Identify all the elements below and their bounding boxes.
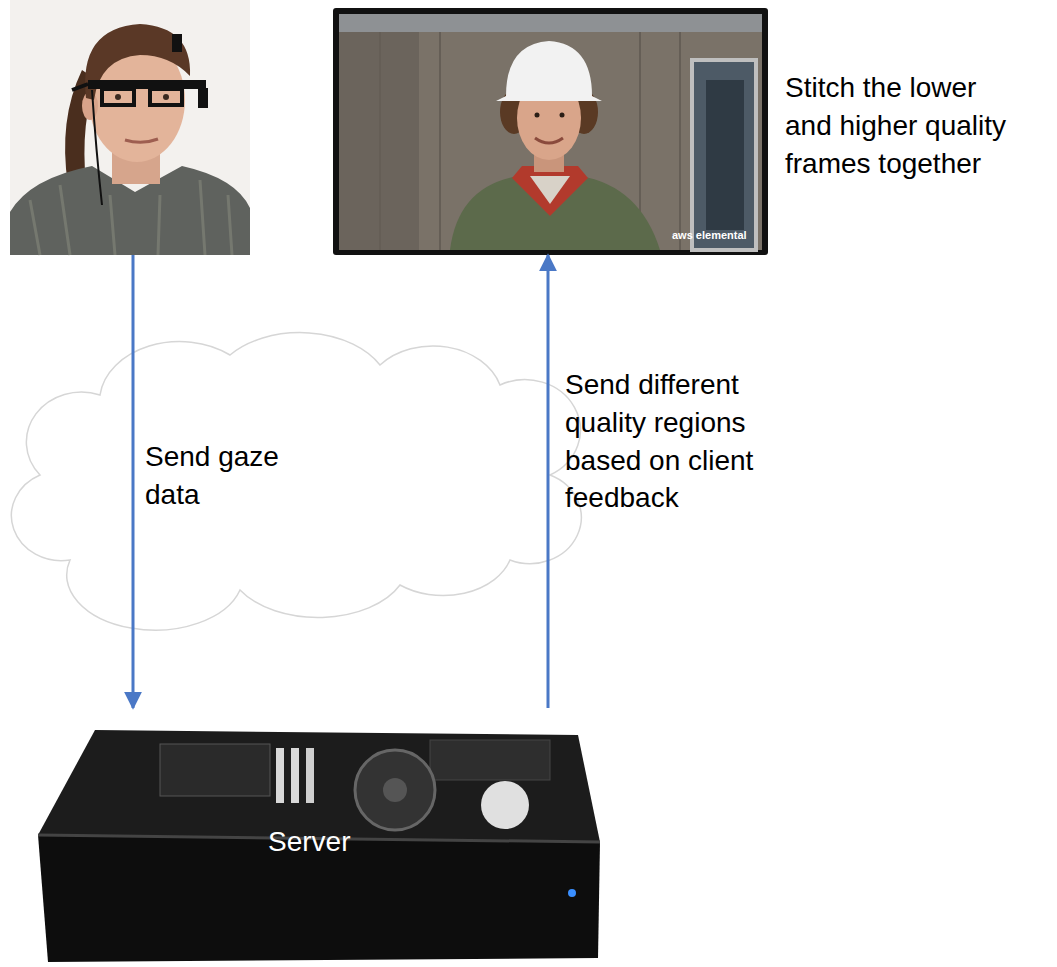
edge-label-box: Send different quality regions based on … [565, 366, 795, 517]
fan-hub [383, 778, 407, 802]
window-pane [706, 80, 744, 230]
expansion-card [276, 748, 284, 803]
edge-label: Send gaze data [145, 438, 295, 514]
shirt [530, 176, 570, 204]
sky-strip [339, 14, 762, 32]
eye-tracker-arm [72, 84, 88, 90]
eye-tracker-lens [150, 89, 182, 105]
expansion-card [306, 748, 314, 803]
mouth [125, 139, 158, 142]
eye [535, 113, 540, 118]
edge-label-box: Send gaze data [145, 438, 295, 514]
collar [512, 166, 588, 216]
flow-arrow [547, 255, 550, 708]
wall-seams [380, 32, 680, 250]
hard-hat [496, 41, 602, 101]
server-box: Server [35, 708, 600, 967]
tv-screen [339, 14, 762, 250]
mesh-panel [430, 740, 550, 780]
eye-tracker-camera [198, 88, 208, 108]
tv-frame [333, 8, 768, 255]
label-box: aws elemental [672, 229, 762, 241]
eye [163, 94, 169, 100]
photo-background [10, 0, 250, 255]
eye-tracker-camera [172, 34, 182, 52]
jacket [450, 176, 660, 250]
power-supply [160, 744, 270, 796]
person-photo [10, 0, 250, 255]
eye [115, 94, 121, 100]
server-label: Server [268, 823, 388, 861]
tv-display: Stitch the lower and higher quality fram… [333, 8, 1050, 255]
cpu-fan [355, 750, 435, 830]
network-cloud [11, 333, 581, 631]
eye [560, 113, 565, 118]
eye-tracker-cable [92, 90, 102, 205]
server-interior [38, 730, 600, 842]
smile [535, 138, 563, 143]
note-text: Stitch the lower and higher quality fram… [785, 69, 1017, 182]
window [692, 60, 756, 250]
power-led [568, 889, 576, 897]
expansion-card [291, 748, 299, 803]
edge-label: Send different quality regions based on … [565, 366, 795, 517]
watermark: aws elemental [672, 229, 762, 241]
sweater-knit [30, 180, 232, 255]
flow-arrow [132, 255, 135, 708]
cooler-tube [481, 781, 529, 829]
eye-tracker-lens [102, 89, 134, 105]
